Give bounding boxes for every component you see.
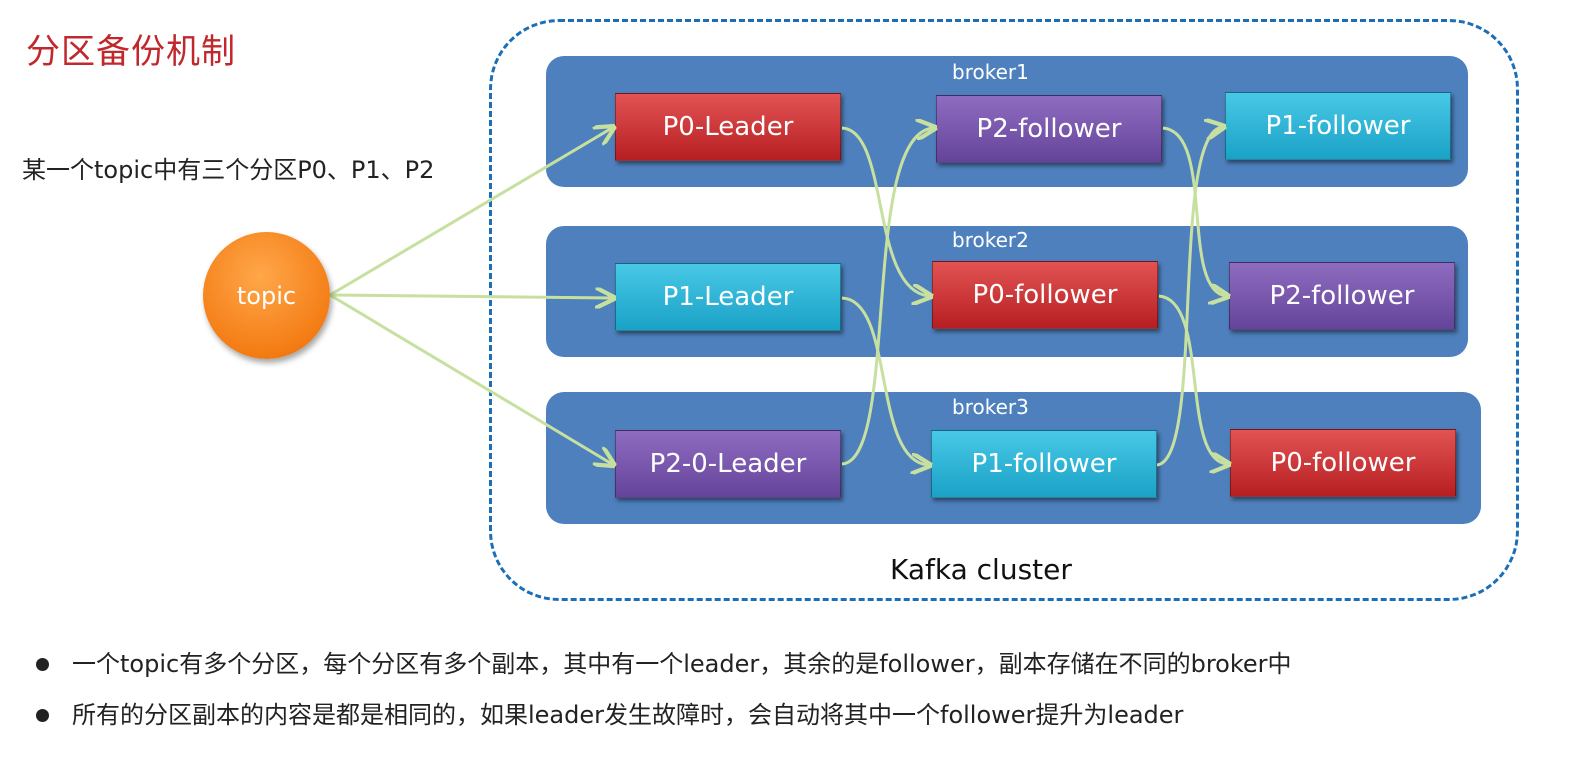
p2-follower-to-p2-follower-arrow [1162,126,1226,296]
p0-follower-to-p0-follower-arrow [1158,294,1227,464]
topic-node: topic [203,232,330,359]
bullet-item-1: 一个topic有多个分区，每个分区有多个副本，其中有一个leader，其余的是f… [36,645,1536,696]
topic-description: 某一个topic中有三个分区P0、P1、P2 [22,156,435,184]
bullet-dot-icon [36,709,49,722]
topic-to-p2-leader-arrow [329,293,612,464]
broker-2-partition-p0-follower: P0-follower [932,261,1158,329]
p1-leader-to-p1-follower-arrow [841,296,928,465]
bullet-text-2: 所有的分区副本的内容是都是相同的，如果leader发生故障时，会自动将其中一个f… [72,701,1184,729]
p2-leader-to-p2-follower-arrow [841,128,933,466]
broker-3-partition-p0-follower: P0-follower [1230,429,1456,497]
topic-to-p1-leader-arrow [329,295,612,298]
broker-3-label: broker3 [952,395,1029,419]
bullet-text-1: 一个topic有多个分区，每个分区有多个副本，其中有一个leader，其余的是f… [72,650,1292,678]
broker-2-label: broker2 [952,228,1029,252]
broker-1-label: broker1 [952,60,1029,84]
p1-follower-to-p1-follower-arrow [1156,127,1222,467]
kafka-cluster-boundary [489,19,1519,601]
kafka-cluster-label: Kafka cluster [890,553,1072,586]
broker-3-partition-p1-follower: P1-follower [931,430,1157,498]
topic-to-p0-leader-arrow [329,128,612,297]
bullet-list: 一个topic有多个分区，每个分区有多个副本，其中有一个leader，其余的是f… [36,645,1536,747]
broker-2-partition-p1-leader: P1-Leader [615,263,841,331]
broker-1-partition-p0-leader: P0-Leader [615,93,841,161]
p0-leader-to-p0-follower-arrow [841,126,929,296]
page-title: 分区备份机制 [26,32,236,72]
broker-3-partition-p2-leader: P2-0-Leader [615,430,841,498]
broker-2-partition-p2-follower: P2-follower [1229,262,1455,330]
broker-1-partition-p1-follower: P1-follower [1225,92,1451,160]
bullet-item-2: 所有的分区副本的内容是都是相同的，如果leader发生故障时，会自动将其中一个f… [36,696,1536,747]
broker-1-partition-p2-follower: P2-follower [936,95,1162,163]
bullet-dot-icon [36,658,49,671]
